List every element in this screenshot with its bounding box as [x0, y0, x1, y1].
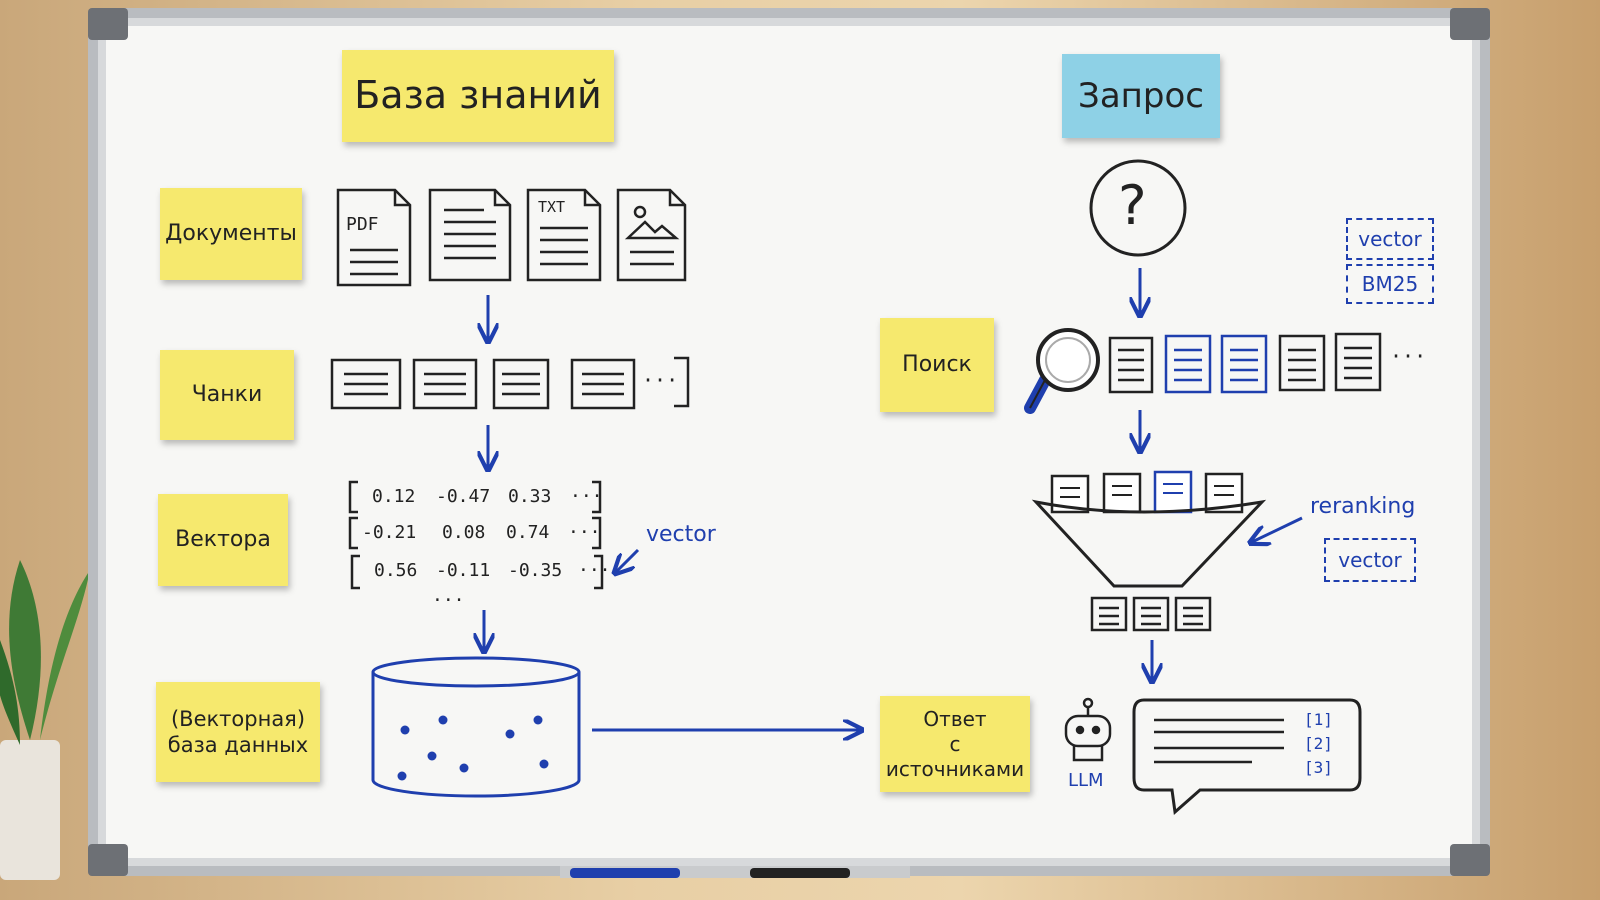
vec-2-0: 0.56 — [374, 560, 436, 581]
vector-annotation: vector — [646, 522, 716, 547]
vec-1-1: 0.08 — [442, 522, 506, 543]
vectors-more: ··· — [432, 590, 465, 611]
vec-2-3: ··· — [578, 560, 611, 581]
note-answer: Ответ с источниками — [880, 696, 1030, 792]
search-mode-vector: vector — [1346, 218, 1434, 260]
vec-0-3: ··· — [570, 486, 603, 507]
note-answer-line1: Ответ — [923, 707, 986, 732]
vec-1-0: -0.21 — [362, 522, 442, 543]
vec-2-2: -0.35 — [508, 560, 578, 581]
note-query-title: Запрос — [1062, 54, 1220, 138]
note-chunks: Чанки — [160, 350, 294, 440]
vec-1-2: 0.74 — [506, 522, 568, 543]
vec-0-0: 0.12 — [372, 486, 436, 507]
vec-0-2: 0.33 — [508, 486, 570, 507]
vec-1-3: ··· — [568, 522, 601, 543]
note-vector-db-line2: база данных — [168, 732, 308, 758]
chunks-ellipsis: ··· — [642, 368, 678, 392]
note-kb-title: База знаний — [342, 50, 614, 142]
results-ellipsis: ··· — [1390, 344, 1426, 368]
note-search: Поиск — [880, 318, 994, 412]
citation-2: [2] — [1304, 734, 1333, 753]
black-marker[interactable] — [750, 868, 850, 878]
search-mode-bm25: BM25 — [1346, 264, 1434, 304]
note-vector-db-line1: (Векторная) — [171, 706, 305, 732]
citation-1: [1] — [1304, 710, 1333, 729]
note-vectors: Вектора — [158, 494, 288, 586]
llm-label: LLM — [1068, 770, 1104, 791]
vec-2-1: -0.11 — [436, 560, 508, 581]
citation-3: [3] — [1304, 758, 1333, 777]
vector-row-2: 0.56-0.11-0.35··· — [374, 560, 611, 581]
reranking-mode: vector — [1324, 538, 1416, 582]
plant — [0, 560, 90, 880]
note-answer-line2: с источниками — [880, 732, 1030, 782]
pdf-label: PDF — [346, 214, 379, 235]
txt-label: TXT — [538, 198, 565, 216]
blue-marker[interactable] — [570, 868, 680, 878]
question-mark: ? — [1118, 174, 1147, 237]
note-documents: Документы — [160, 188, 302, 280]
reranking-label: reranking — [1310, 494, 1415, 519]
note-vector-db: (Векторная) база данных — [156, 682, 320, 782]
vec-0-1: -0.47 — [436, 486, 508, 507]
